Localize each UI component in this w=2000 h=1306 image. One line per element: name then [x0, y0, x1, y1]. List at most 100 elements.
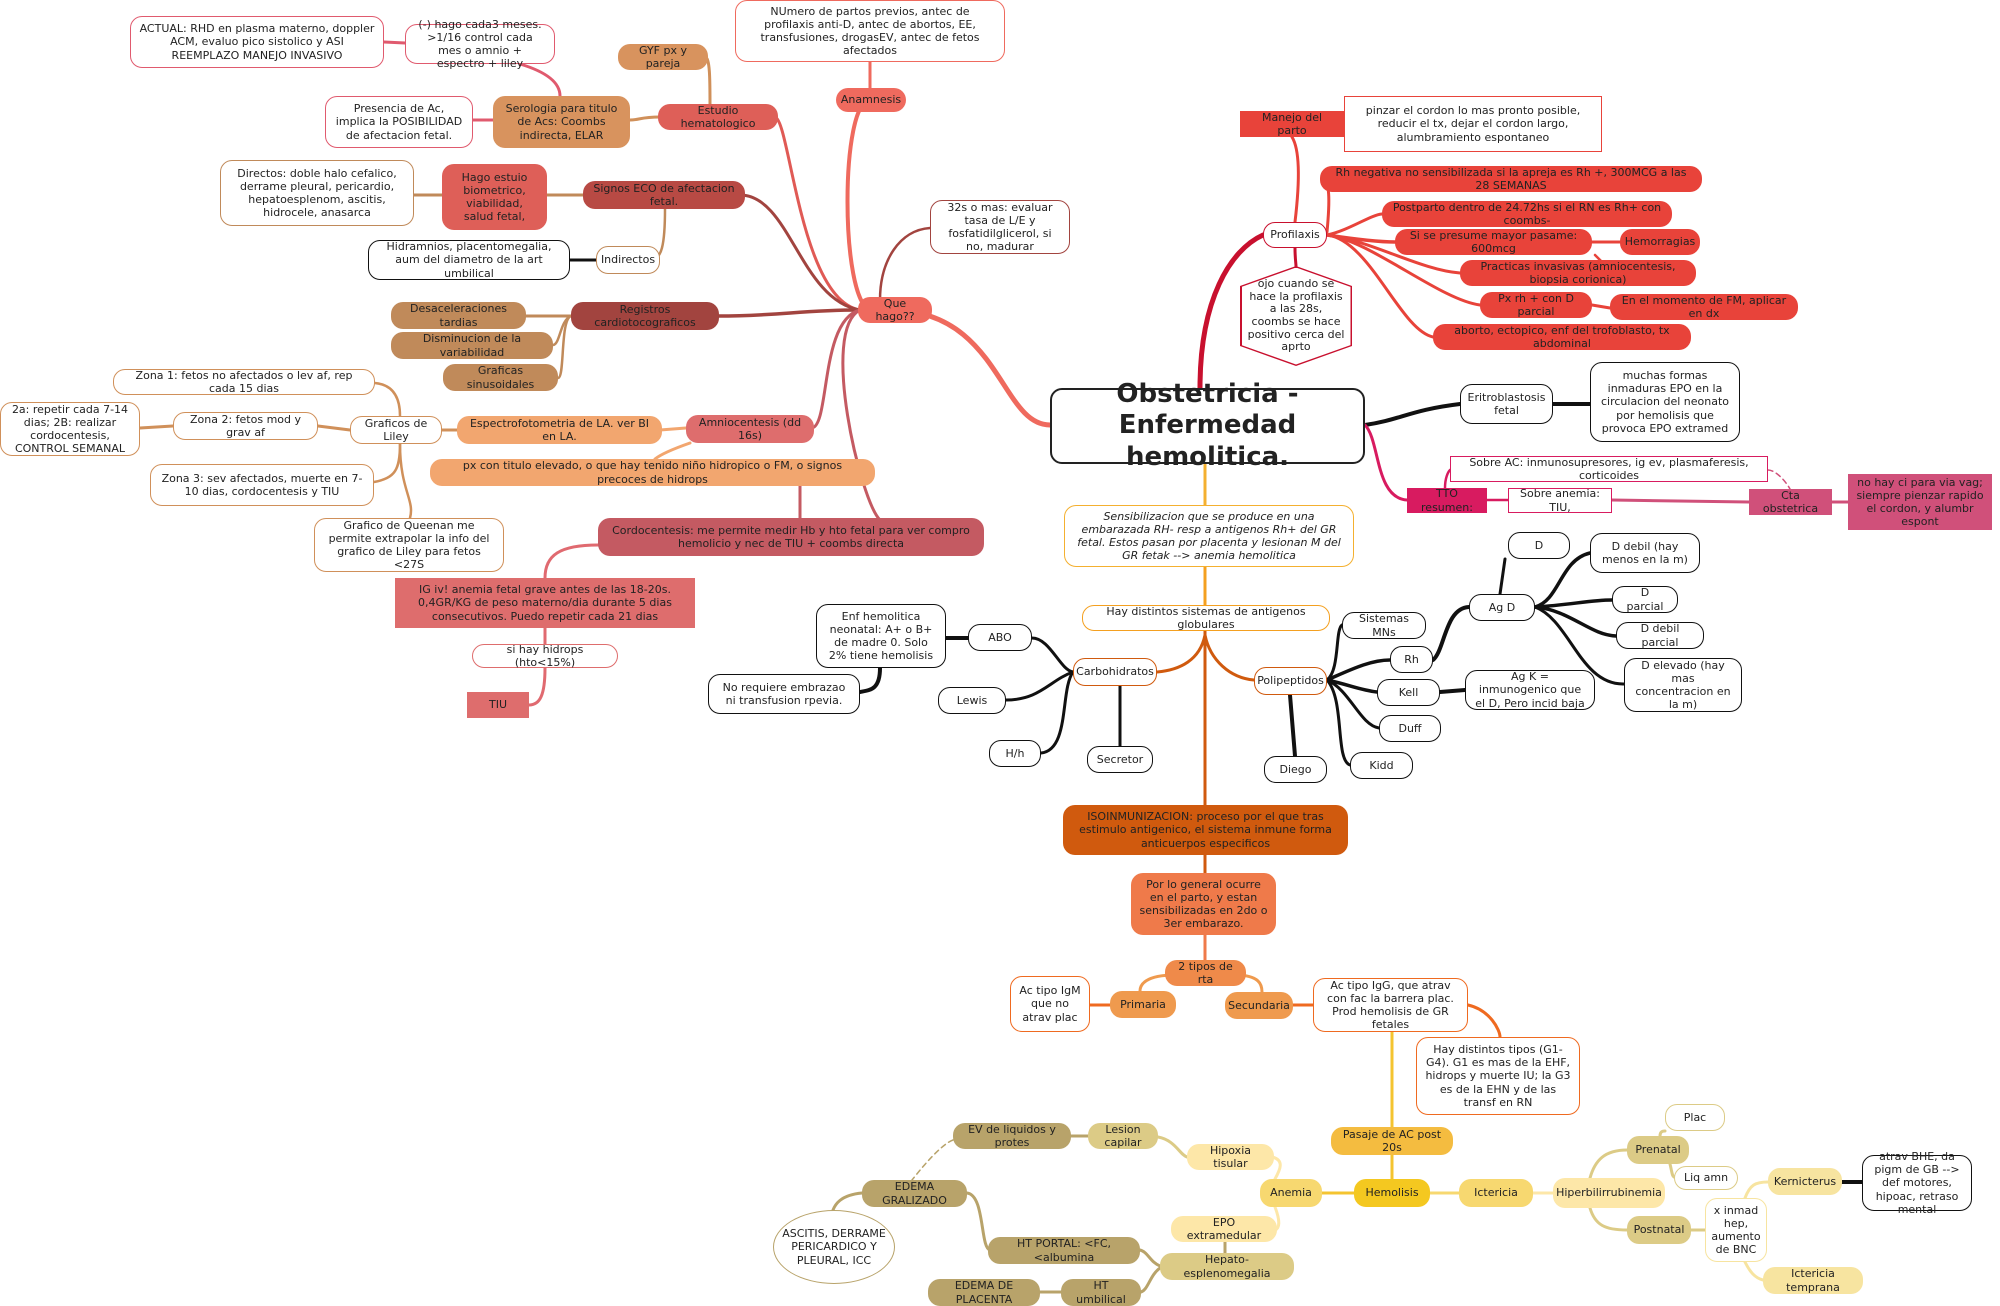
- zona-2-detail[interactable]: 2a: repetir cada 7-14 dias; 2B: realizar…: [0, 402, 140, 456]
- ictericia-temprana-node[interactable]: Ictericia temprana: [1763, 1267, 1863, 1294]
- profilaxis-hemorragias[interactable]: Hemorragias: [1620, 229, 1700, 255]
- hidramnios-detail[interactable]: Hidramnios, placentomegalia, aum del dia…: [368, 240, 570, 280]
- profilaxis-node[interactable]: Profilaxis: [1263, 222, 1327, 248]
- profilaxis-aborto[interactable]: aborto, ectopico, enf del trofoblasto, t…: [1433, 324, 1691, 350]
- zona-2-node[interactable]: Zona 2: fetos mod y grav af: [173, 412, 318, 440]
- directos-detail[interactable]: Directos: doble halo cefalico, derrame p…: [220, 160, 414, 226]
- profilaxis-practicas[interactable]: Practicas invasivas (amniocentesis, biop…: [1460, 260, 1696, 286]
- edema-placenta-node[interactable]: EDEMA DE PLACENTA: [928, 1279, 1040, 1306]
- manejo-parto-detail[interactable]: pinzar el cordon lo mas pronto posible, …: [1344, 96, 1602, 152]
- profilaxis-fm[interactable]: En el momento de FM, aplicar en dx: [1610, 294, 1798, 320]
- igm-detail[interactable]: Ac tipo IgM que no atrav plac: [1010, 976, 1090, 1032]
- g1-g4-detail[interactable]: Hay distintos tipos (G1-G4). G1 es mas d…: [1416, 1037, 1580, 1115]
- kidd-node[interactable]: Kidd: [1350, 752, 1413, 779]
- hh-node[interactable]: H/h: [989, 740, 1041, 767]
- epo-extramedular-node[interactable]: EPO extramedular: [1171, 1216, 1277, 1242]
- plac-node[interactable]: Plac: [1665, 1104, 1725, 1131]
- rh-node[interactable]: Rh: [1390, 646, 1433, 673]
- profilaxis-rh-negativa[interactable]: Rh negativa no sensibilizada si la aprej…: [1320, 166, 1702, 192]
- hidrops-node[interactable]: si hay hidrops (hto<15%): [472, 643, 618, 669]
- d-elevado-node[interactable]: D elevado (hay mas concentracion en la m…: [1624, 658, 1742, 712]
- manejo-parto-node[interactable]: Manejo del parto: [1240, 111, 1344, 137]
- lewis-node[interactable]: Lewis: [938, 687, 1006, 714]
- hepatoesplenomegalia-node[interactable]: Hepato-esplenomegalia: [1160, 1253, 1294, 1280]
- presencia-ac-detail[interactable]: Presencia de Ac, implica la POSIBILIDAD …: [325, 96, 473, 148]
- isoinmunizacion-node[interactable]: ISOINMUNIZACION: proceso por el que tras…: [1063, 805, 1348, 855]
- primaria-node[interactable]: Primaria: [1110, 991, 1176, 1018]
- diego-node[interactable]: Diego: [1264, 756, 1327, 783]
- carbohidratos-node[interactable]: Carbohidratos: [1073, 658, 1157, 686]
- d-debil-node[interactable]: D debil (hay menos en la m): [1590, 533, 1700, 573]
- actual-rhd-detail[interactable]: ACTUAL: RHD en plasma materno, doppler A…: [130, 16, 384, 68]
- registros-item[interactable]: Desaceleraciones tardias: [391, 302, 526, 329]
- sensibilizacion-definition[interactable]: Sensibilizacion que se produce en una em…: [1064, 505, 1354, 567]
- serologia-node[interactable]: Serologia para titulo de Acs: Coombs ind…: [493, 96, 630, 148]
- ag-d-node[interactable]: Ag D: [1469, 594, 1535, 621]
- amniocentesis-node[interactable]: Amniocentesis (dd 16s): [686, 415, 814, 443]
- polipeptidos-node[interactable]: Polipeptidos: [1254, 667, 1327, 695]
- d-debil-parcial-node[interactable]: D debil parcial: [1616, 622, 1704, 649]
- tto-sobre-ac[interactable]: Sobre AC: inmunosupresores, ig ev, plasm…: [1450, 456, 1768, 482]
- hago-cada-3-meses-detail[interactable]: (-) hago cada3 meses. >1/16 control cada…: [405, 18, 555, 70]
- edema-generalizado-node[interactable]: EDEMA GRALIZADO: [862, 1180, 967, 1207]
- igg-detail[interactable]: Ac tipo IgG, que atrav con fac la barrer…: [1313, 978, 1468, 1032]
- d-parcial-node[interactable]: D parcial: [1612, 586, 1678, 613]
- central-topic[interactable]: Obstetricia - Enfermedad hemolitica.: [1050, 379, 1365, 472]
- eritroblastosis-node[interactable]: Eritroblastosis fetal: [1460, 384, 1553, 424]
- ascitis-node[interactable]: ASCITIS, DERRAME PERICARDICO Y PLEURAL, …: [773, 1210, 895, 1284]
- ig-iv-node[interactable]: IG iv! anemia fetal grave antes de las 1…: [395, 578, 695, 628]
- graficos-liley-node[interactable]: Graficos de Liley: [350, 416, 442, 444]
- sistemas-antigenos-node[interactable]: Hay distintos sistemas de antigenos glob…: [1082, 605, 1330, 631]
- lesion-capilar-node[interactable]: Lesion capilar: [1088, 1123, 1158, 1149]
- sistemas-mns-node[interactable]: Sistemas MNs: [1342, 612, 1426, 639]
- secundaria-node[interactable]: Secundaria: [1225, 992, 1293, 1019]
- kell-node[interactable]: Kell: [1377, 679, 1440, 706]
- tiu-node[interactable]: TIU: [467, 692, 529, 718]
- ag-k-node[interactable]: Ag K = inmunogenico que el D, Pero incid…: [1465, 670, 1595, 710]
- inmad-hep-node[interactable]: x inmad hep, aumento de BNC: [1705, 1198, 1767, 1262]
- ictericia-node[interactable]: Ictericia: [1459, 1179, 1533, 1207]
- cta-obstetrica-node[interactable]: Cta obstetrica: [1749, 489, 1832, 515]
- signos-eco-node[interactable]: Signos ECO de afectacion fetal.: [583, 181, 745, 209]
- duff-node[interactable]: Duff: [1379, 715, 1441, 742]
- queenan-node[interactable]: Grafico de Queenan me permite extrapolar…: [314, 518, 504, 572]
- anemia-node[interactable]: Anemia: [1260, 1179, 1322, 1207]
- por-lo-general-node[interactable]: Por lo general ocurre en el parto, y est…: [1131, 873, 1276, 935]
- profilaxis-mayor[interactable]: Si se presume mayor pasame: 600mcg: [1395, 229, 1592, 255]
- enf-hemolitica-neonatal[interactable]: Enf hemolitica neonatal: A+ o B+ de madr…: [816, 604, 946, 668]
- abo-node[interactable]: ABO: [968, 624, 1032, 651]
- registros-item[interactable]: Graficas sinusoidales: [443, 364, 558, 391]
- no-requiere-embarazo[interactable]: No requiere embrazao ni transfusion rpev…: [708, 674, 860, 714]
- zona-1-node[interactable]: Zona 1: fetos no afectados o lev af, rep…: [113, 369, 375, 395]
- cordocentesis-node[interactable]: Cordocentesis: me permite medir Hb y hto…: [598, 518, 984, 556]
- profilaxis-ojo-note[interactable]: ojo cuando se hace la profilaxis a las 2…: [1240, 266, 1352, 366]
- ev-liquidos-node[interactable]: EV de liquidos y protes: [953, 1123, 1071, 1149]
- registros-ctg-node[interactable]: Registros cardiotocograficos: [571, 302, 719, 330]
- gyf-node[interactable]: GYF px y pareja: [618, 44, 708, 70]
- hemolisis-node[interactable]: Hemolisis: [1354, 1179, 1430, 1207]
- prenatal-node[interactable]: Prenatal: [1627, 1136, 1689, 1164]
- ht-umbilical-node[interactable]: HT umbilical: [1061, 1279, 1141, 1306]
- anamnesis-detail[interactable]: NUmero de partos previos, antec de profi…: [735, 0, 1005, 62]
- eritroblastosis-detail[interactable]: muchas formas inmaduras EPO en la circul…: [1590, 362, 1740, 442]
- d-node[interactable]: D: [1508, 532, 1570, 559]
- dos-tipos-rta-node[interactable]: 2 tipos de rta: [1165, 960, 1246, 986]
- anamnesis-node[interactable]: Anamnesis: [836, 88, 906, 112]
- espectrofotometria-node[interactable]: Espectrofotometria de LA. ver BI en LA.: [457, 416, 662, 444]
- postnatal-node[interactable]: Postnatal: [1627, 1216, 1691, 1244]
- que-hago-node[interactable]: Que hago??: [858, 297, 932, 323]
- tto-resumen-node[interactable]: TTO resumen:: [1407, 487, 1487, 514]
- estudio-hematologico-node[interactable]: Estudio hematologico: [658, 104, 778, 130]
- kernicterus-detail[interactable]: atrav BHE, da pigm de GB --> def motores…: [1862, 1150, 1972, 1216]
- ht-portal-node[interactable]: HT PORTAL: <FC, <albumina: [988, 1237, 1140, 1264]
- kernicterus-node[interactable]: Kernicterus: [1768, 1168, 1842, 1195]
- hago-estudio-node[interactable]: Hago estuio biometrico, viabilidad, salu…: [442, 164, 547, 230]
- indirectos-node[interactable]: Indirectos: [596, 246, 660, 274]
- secretor-node[interactable]: Secretor: [1087, 746, 1153, 773]
- madurar-detail[interactable]: 32s o mas: evaluar tasa de L/E y fosfati…: [930, 200, 1070, 254]
- pasaje-ac-node[interactable]: Pasaje de AC post 20s: [1331, 1127, 1453, 1155]
- profilaxis-px-rh[interactable]: Px rh + con D parcial: [1480, 292, 1592, 318]
- liq-amn-node[interactable]: Liq amn: [1674, 1166, 1738, 1190]
- hipoxia-node[interactable]: Hipoxia tisular: [1187, 1144, 1274, 1170]
- tto-sobre-anemia[interactable]: Sobre anemia: TIU,: [1508, 487, 1612, 514]
